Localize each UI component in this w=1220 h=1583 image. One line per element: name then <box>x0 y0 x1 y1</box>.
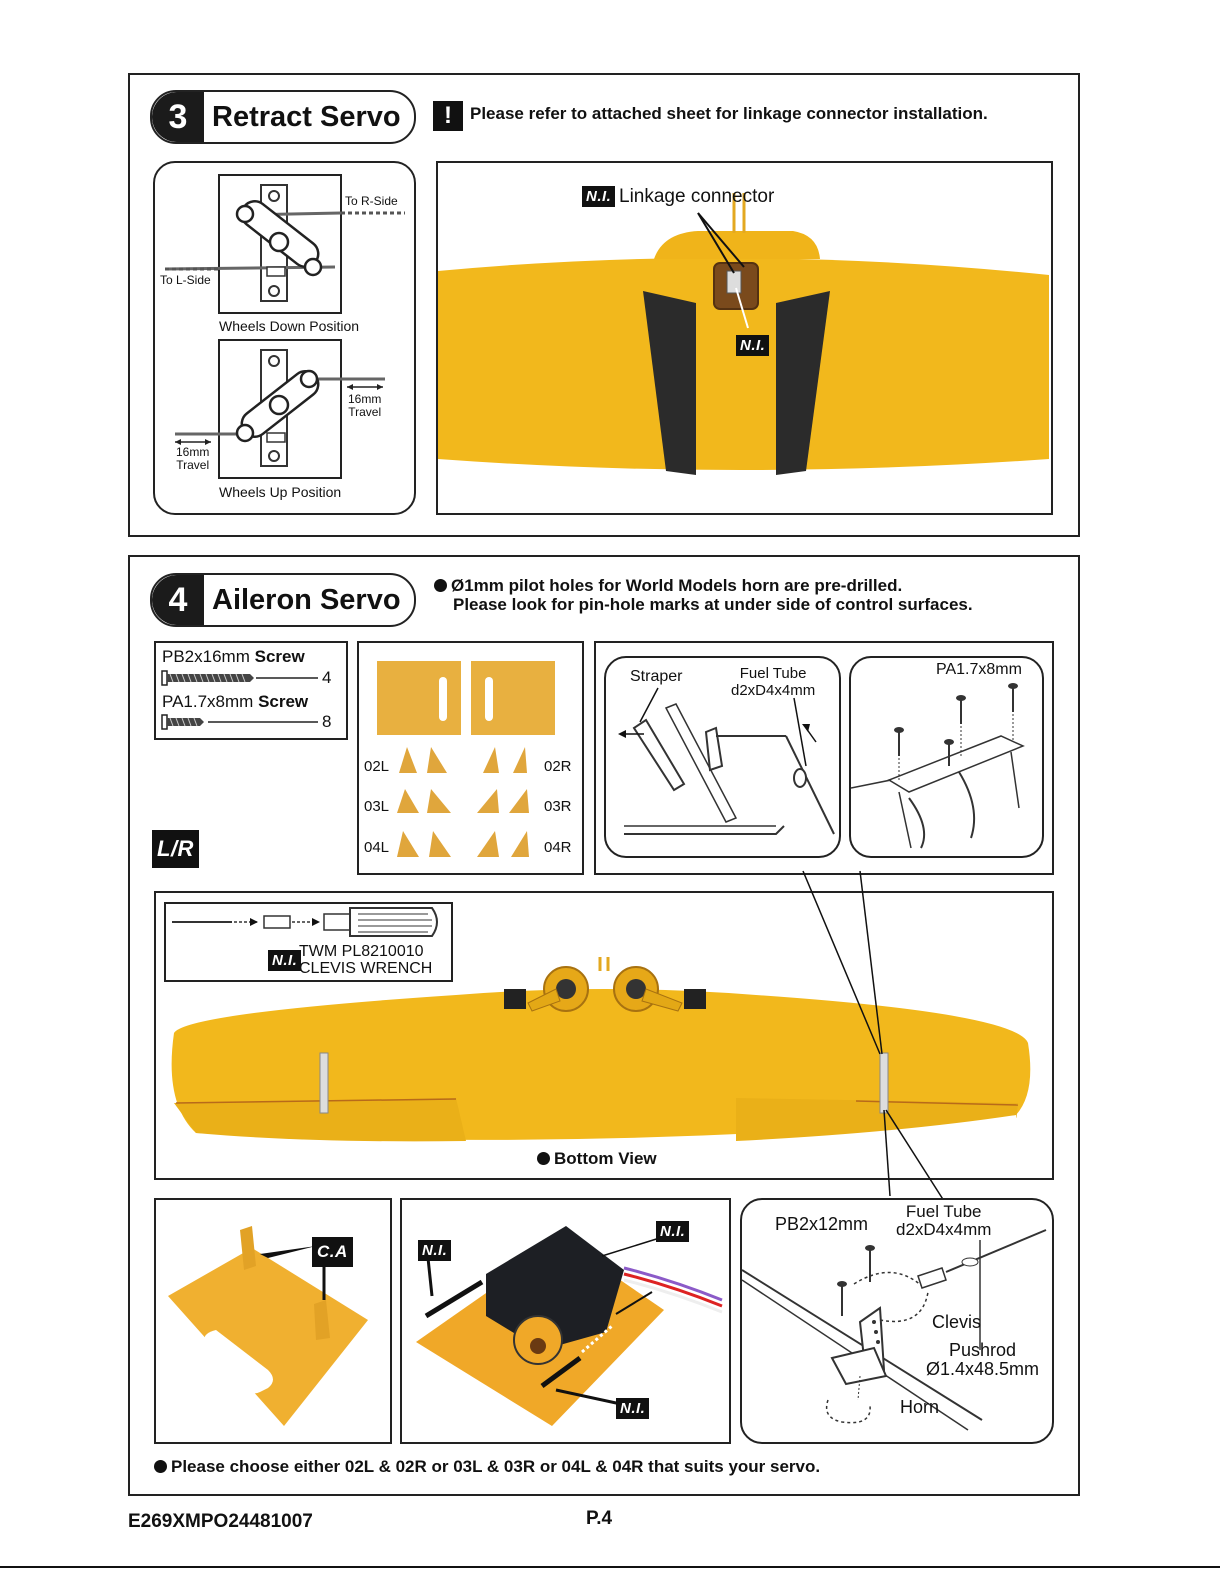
step4-note-line1: Ø1mm pilot holes for World Models horn a… <box>434 576 902 596</box>
step4-header: 4 Aileron Servo <box>150 573 416 627</box>
mount-parts-illustration <box>377 661 555 857</box>
wrench-ni-badge: N.I. <box>268 950 302 971</box>
screw-2-label: PA1.7x8mm Screw <box>162 692 309 711</box>
bullet-icon <box>154 1460 167 1473</box>
lr-badge: L/R <box>152 830 199 868</box>
travel-right-label: 16mm Travel <box>348 392 382 419</box>
mount-02r: 02R <box>544 758 572 775</box>
warning-icon: ! <box>433 101 463 131</box>
mount-03r: 03R <box>544 798 572 815</box>
wing-top-illustration <box>438 193 1049 475</box>
linkage-connector-label: Linkage connector <box>619 186 775 207</box>
screw-1-qty: 4 <box>322 668 332 687</box>
screw-long-icon <box>161 670 318 686</box>
bullet-icon <box>434 579 447 592</box>
step3-number: 3 <box>152 92 204 142</box>
screw-detail-illustration <box>851 683 1025 849</box>
screw-1-label: PB2x16mm Screw <box>162 647 305 666</box>
clevis-label: Clevis <box>932 1312 982 1332</box>
wing-bottom-illustration <box>171 957 1031 1142</box>
step4-title: Aileron Servo <box>212 583 401 616</box>
horn-illustration <box>742 1229 1047 1431</box>
straper-panel <box>604 656 841 858</box>
step3-header: 3 Retract Servo <box>150 90 416 144</box>
pushrod-label: Pushrod Ø1.4x48.5mm <box>926 1340 1040 1379</box>
servo-diagram <box>164 174 405 479</box>
mount-02l: 02L <box>364 758 390 775</box>
wheels-down-label: Wheels Down Position <box>219 318 360 334</box>
wrench-line2: CLEVIS WRENCH <box>299 960 433 977</box>
step3-title: Retract Servo <box>212 100 401 133</box>
ni-badge-2: N.I. <box>736 335 770 356</box>
page-number: P.4 <box>586 1508 613 1529</box>
straper-illustration <box>618 687 835 835</box>
screw-2-qty: 8 <box>322 712 332 731</box>
wheels-up-label: Wheels Up Position <box>219 484 342 500</box>
step4-note-line2: Please look for pin-hole marks at under … <box>453 595 973 614</box>
wrench-line1: TWM PL8210010 <box>299 943 424 960</box>
pa-screw-label: PA1.7x8mm <box>936 661 1022 678</box>
mount-04l: 04L <box>364 839 390 856</box>
bottom-rule <box>0 1566 1220 1568</box>
to-r-side-label: To R-Side <box>345 194 398 208</box>
bottom-view-label: Bottom View <box>537 1149 657 1169</box>
mount-03l: 03L <box>364 798 390 815</box>
horn-fuel-tube-label: Fuel Tube d2xD4x4mm <box>896 1202 992 1239</box>
fuel-tube-label: Fuel Tube d2xD4x4mm <box>731 665 816 699</box>
step3-note: Please refer to attached sheet for linka… <box>470 104 988 123</box>
document-code: E269XMPO24481007 <box>128 1511 313 1532</box>
mount-glue-illustration <box>168 1226 368 1426</box>
travel-left-label: 16mm Travel <box>176 445 210 472</box>
straper-label: Straper <box>630 668 683 685</box>
horn-panel <box>740 1198 1054 1444</box>
bullet-icon <box>537 1152 550 1165</box>
to-l-side-label: To L-Side <box>160 273 211 287</box>
servo-install-illustration <box>416 1226 723 1426</box>
pb-screw-label: PB2x12mm <box>775 1214 869 1234</box>
ni-badge-servo-bottom: N.I. <box>616 1398 650 1419</box>
horn-label: Horn <box>900 1397 940 1417</box>
screw-short-icon <box>161 714 318 730</box>
ca-badge: C.A <box>312 1237 353 1267</box>
choose-note: Please choose either 02L & 02R or 03L & … <box>154 1457 820 1477</box>
ni-badge-servo-top: N.I. <box>656 1221 690 1242</box>
mount-04r: 04R <box>544 839 572 856</box>
clevis-wrench-illustration <box>172 907 438 937</box>
ni-badge: N.I. <box>582 186 616 207</box>
ni-badge-servo-left: N.I. <box>418 1240 452 1261</box>
step4-number: 4 <box>152 575 204 625</box>
